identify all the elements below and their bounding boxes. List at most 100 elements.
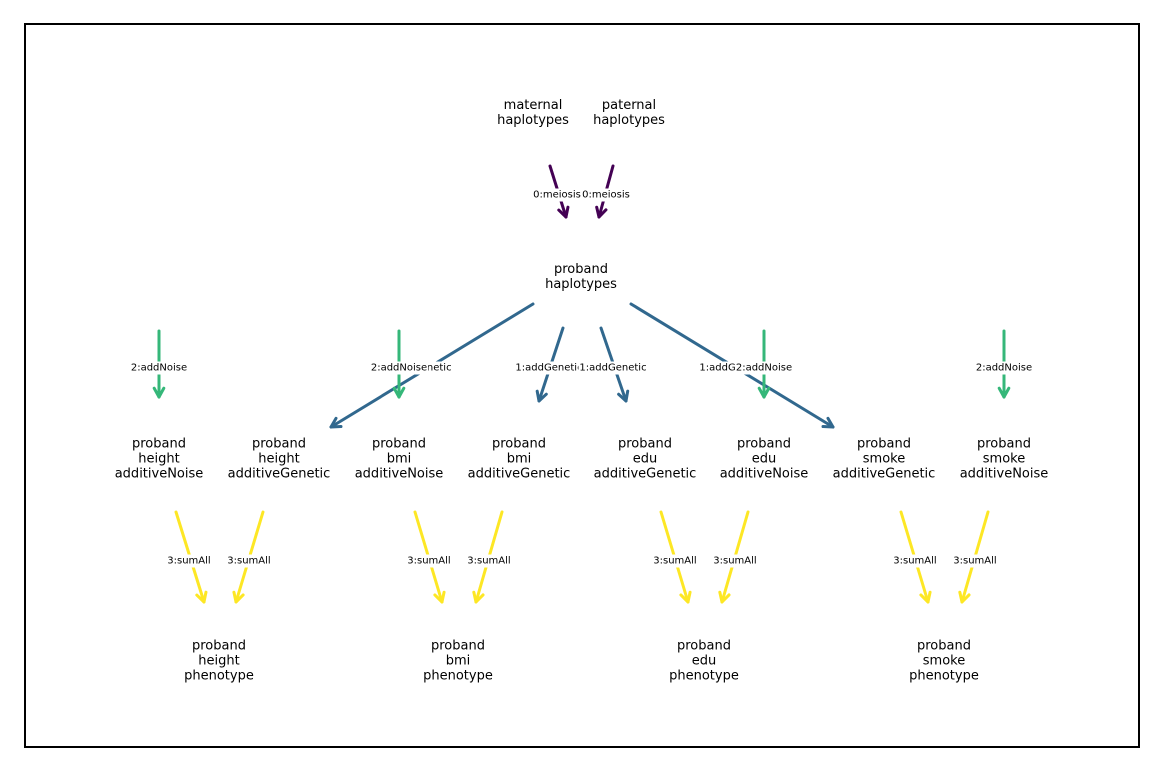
node-label-line: height [198,654,239,669]
edge-label: 3:sumAll [893,556,936,567]
edge-sumAll-bmi-phenotype: 3:sumAll [406,510,452,604]
edge-label-bg [166,554,212,568]
arrowhead [472,590,485,604]
edge-label: 2:addNoise [976,363,1032,374]
node-label-line: additiveGenetic [228,467,331,482]
edge-label: 3:sumAll [953,556,996,567]
edge-label-bg [532,188,582,202]
node-label-line: paternal [602,98,656,113]
edge-addNoise-bmi-noise: 2:addNoise [369,329,429,399]
node-label-line: haplotypes [497,113,569,128]
edge-label-bg [129,361,189,375]
node-label-line: proband [554,262,608,277]
node-label-line: bmi [446,654,471,669]
node-label-line: proband [977,437,1031,452]
node-label-line: phenotype [423,669,493,684]
node-label-line: proband [618,437,672,452]
node-label-line: additiveNoise [720,467,809,482]
arrowhead [595,205,608,219]
edge-addNoise-smoke-noise: 2:addNoise [974,329,1034,399]
edge-addGenetic-edu-genetic: 1:addGenetic [578,326,648,403]
node-label-line: bmi [507,452,532,467]
edge-sumAll-smoke-phenotype: 3:sumAll [892,510,938,604]
arrowhead [433,590,446,604]
edge-label: 3:sumAll [713,556,756,567]
node-label-line: proband [677,639,731,654]
arrowhead [718,590,731,604]
edge-label-bg [952,554,998,568]
arrowhead [329,416,343,429]
node-label-line: edu [633,452,658,467]
edge-label: 1:addGenetic [699,363,766,374]
node-label-line: proband [372,437,426,452]
node-label-line: haplotypes [593,113,665,128]
node-label-line: additiveGenetic [594,467,697,482]
node-label-line: proband [132,437,186,452]
edge-label: 3:sumAll [653,556,696,567]
edge-label: 0:meiosis [582,190,630,201]
edge-label-bg [712,554,758,568]
arrowhead [195,590,208,604]
node-label-line: smoke [923,654,965,669]
arrowhead [919,590,932,604]
arrowhead [557,205,570,219]
node-label-line: proband [252,437,306,452]
edge-sumAll-bmi-phenotype: 3:sumAll [466,510,512,604]
edge-label: 2:addNoise [371,363,427,374]
arrowhead [535,389,548,403]
edge-label-bg [581,188,631,202]
edge-label: 2:addNoise [131,363,187,374]
edge-label: 1:addGenetic [579,363,646,374]
node-label-line: additiveGenetic [468,467,571,482]
edge-label-bg [734,361,794,375]
nodes-layer: maternalhaplotypespaternalhaplotypesprob… [115,98,1049,684]
node-label-line: proband [492,437,546,452]
arrowhead [821,416,835,429]
edge-label: 1:addGenetic [515,363,582,374]
node-label-line: bmi [387,452,412,467]
node-label-line: phenotype [909,669,979,684]
node-label-line: phenotype [184,669,254,684]
edge-label-bg [892,554,938,568]
node-label-line: proband [917,639,971,654]
edge-label: 3:sumAll [167,556,210,567]
arrowhead [997,386,1011,399]
edge-meiosis-proband-haplotypes: 0:meiosis [581,164,631,219]
edge-label: 0:meiosis [533,190,581,201]
node-label-line: edu [692,654,717,669]
node-label-line: proband [737,437,791,452]
edge-addGenetic-bmi-genetic: 1:addGenetic [514,326,584,403]
node-label-line: additiveNoise [115,467,204,482]
edge-label-bg [974,361,1034,375]
edge-meiosis-proband-haplotypes: 0:meiosis [532,164,582,219]
diagram-frame [24,23,1140,748]
node-label-line: smoke [983,452,1025,467]
edge-label: 3:sumAll [227,556,270,567]
edge-sumAll-height-phenotype: 3:sumAll [226,510,272,604]
node-label-line: height [138,452,179,467]
node-label-line: maternal [504,98,563,113]
arrowhead [617,389,630,403]
node-label-line: proband [431,639,485,654]
node-label-line: edu [752,452,777,467]
node-label-line: height [258,452,299,467]
edge-addNoise-edu-noise: 2:addNoise [734,329,794,399]
edge-label-bg [578,361,648,375]
node-label-line: haplotypes [545,277,617,292]
edge-addGenetic-height-genetic: 1:addGenetic [329,302,535,429]
edge-addNoise-height-noise: 2:addNoise [129,329,189,399]
edge-label-bg [406,554,452,568]
